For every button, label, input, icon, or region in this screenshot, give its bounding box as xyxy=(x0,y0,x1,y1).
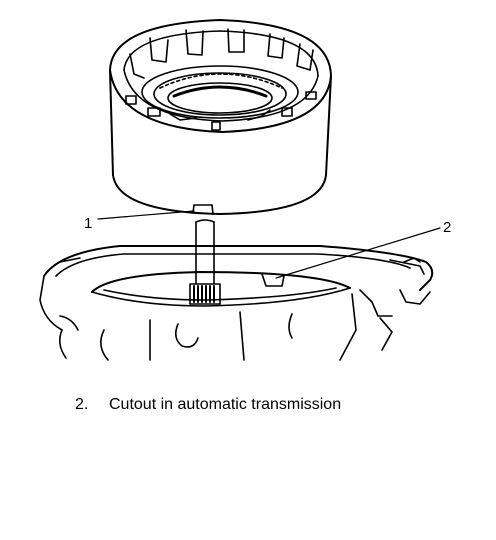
transmission-diagram xyxy=(39,19,441,361)
callout-2-label: 2 xyxy=(443,219,452,236)
callout-1-label: 1 xyxy=(84,215,93,232)
legend-item-number: 2. xyxy=(75,396,89,413)
legend-item-text: Cutout in automatic transmission xyxy=(109,396,342,413)
leader-line-1 xyxy=(97,210,195,220)
leader-lines xyxy=(97,210,441,279)
input-shaft xyxy=(189,219,221,305)
legend: 2. Cutout in automatic transmission xyxy=(75,396,341,414)
legend-item: 2. Cutout in automatic transmission xyxy=(75,396,341,414)
leader-line-2 xyxy=(275,227,441,279)
transmission-case xyxy=(39,245,434,361)
drum-assembly xyxy=(109,19,332,215)
